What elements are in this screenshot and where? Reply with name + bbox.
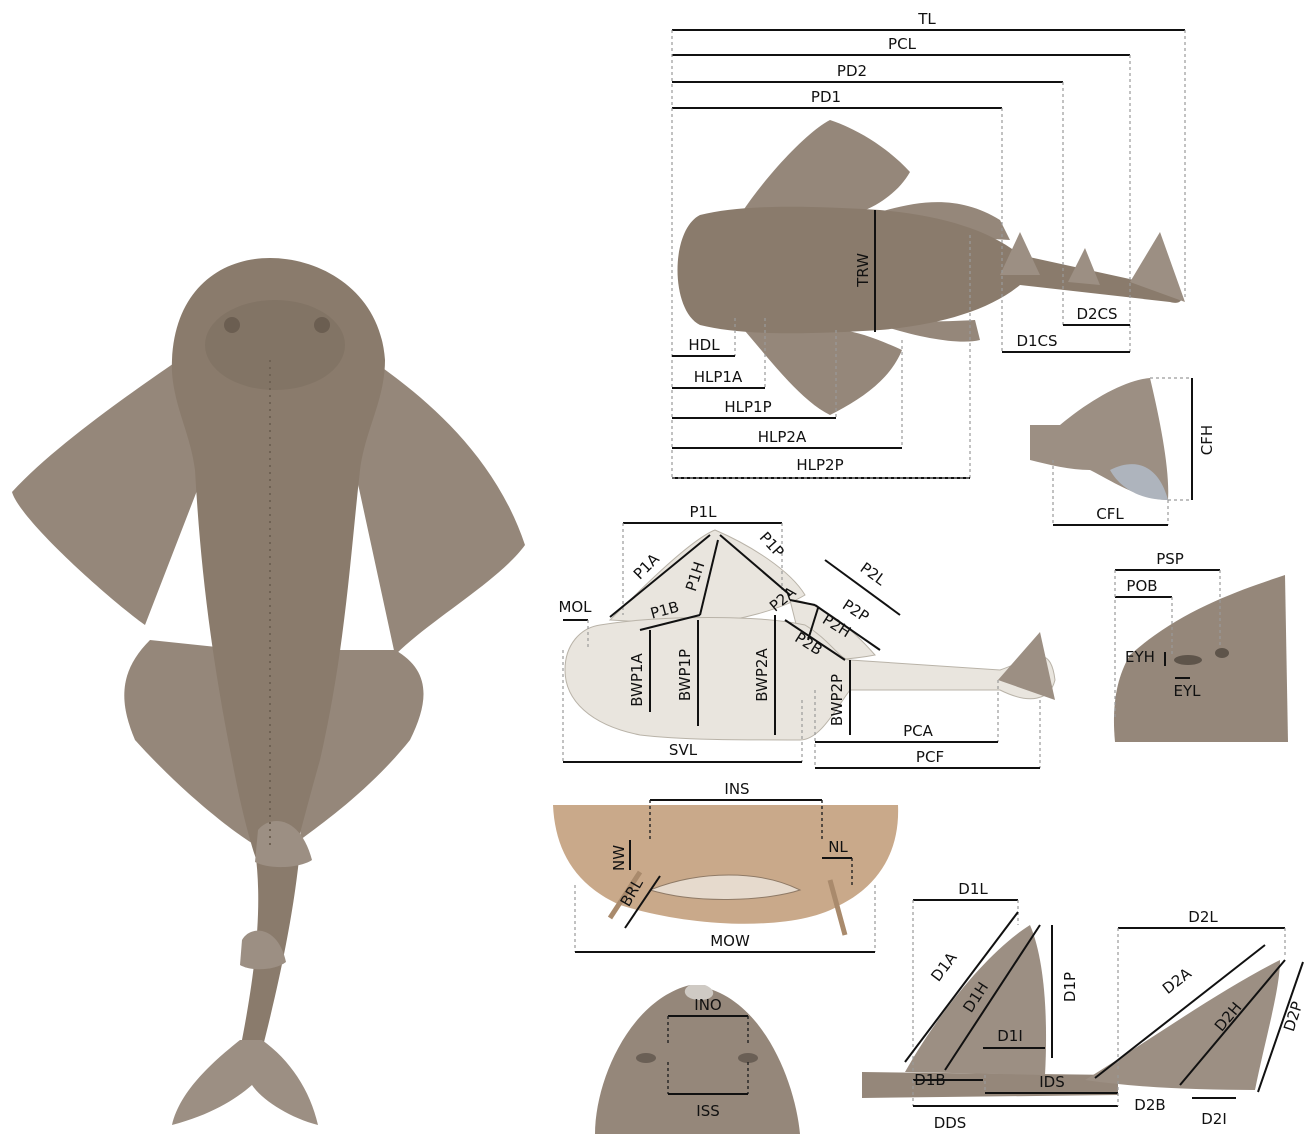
label-pd2: PD2 (837, 62, 867, 80)
label-nl: NL (828, 838, 848, 856)
label-mow: MOW (710, 932, 750, 950)
label-cfl: CFL (1096, 505, 1124, 523)
label-hlp2p: HLP2P (796, 456, 843, 474)
label-hlp2a: HLP2A (758, 428, 807, 446)
label-hlp1p: HLP1P (724, 398, 771, 416)
label-ino: INO (694, 996, 721, 1014)
label-trw: TRW (854, 253, 872, 288)
label-d2a: D2A (1159, 964, 1195, 998)
label-d2i: D2I (1201, 1110, 1227, 1128)
label-d1i: D1I (997, 1027, 1023, 1045)
label-pcf: PCF (916, 748, 944, 766)
label-d1b: D1B (914, 1071, 945, 1089)
caudal-fin-photo (1030, 378, 1168, 500)
label-bwp1p: BWP1P (676, 649, 694, 701)
label-mol: MOL (558, 598, 592, 616)
label-pob: POB (1126, 577, 1157, 595)
label-hlp1a: HLP1A (694, 368, 743, 386)
label-bwp2a: BWP2A (753, 648, 771, 702)
label-d1a: D1A (927, 948, 961, 984)
label-dds: DDS (934, 1114, 967, 1132)
label-pca: PCA (903, 722, 934, 740)
label-ids: IDS (1039, 1073, 1065, 1091)
label-d2b: D2B (1134, 1096, 1165, 1114)
label-bwp1a: BWP1A (628, 653, 646, 707)
label-d1cs: D1CS (1016, 332, 1057, 350)
dorsal-shark-photo (12, 258, 525, 1125)
label-tl: TL (917, 10, 936, 28)
label-iss: ISS (696, 1102, 719, 1120)
label-d1l: D1L (958, 880, 988, 898)
label-eyh: EYH (1125, 648, 1155, 666)
label-ins: INS (724, 780, 749, 798)
label-eyl: EYL (1174, 682, 1202, 700)
label-d2cs: D2CS (1076, 305, 1117, 323)
label-d2l: D2L (1188, 908, 1218, 926)
label-p1l: P1L (690, 503, 718, 521)
label-cfh: CFH (1198, 425, 1216, 455)
label-bwp2p: BWP2P (828, 674, 846, 726)
mouth-detail-photo (553, 805, 898, 935)
label-hdl: HDL (688, 336, 720, 354)
label-pcl: PCL (888, 35, 917, 53)
dorsal-small-photo (678, 120, 1186, 415)
label-d1p: D1P (1061, 972, 1079, 1002)
label-pd1: PD1 (811, 88, 841, 106)
label-d2p: D2P (1280, 999, 1306, 1033)
label-nw: NW (610, 845, 628, 871)
label-psp: PSP (1156, 550, 1184, 568)
label-p2l: P2L (857, 559, 890, 590)
label-svl: SVL (669, 741, 698, 759)
